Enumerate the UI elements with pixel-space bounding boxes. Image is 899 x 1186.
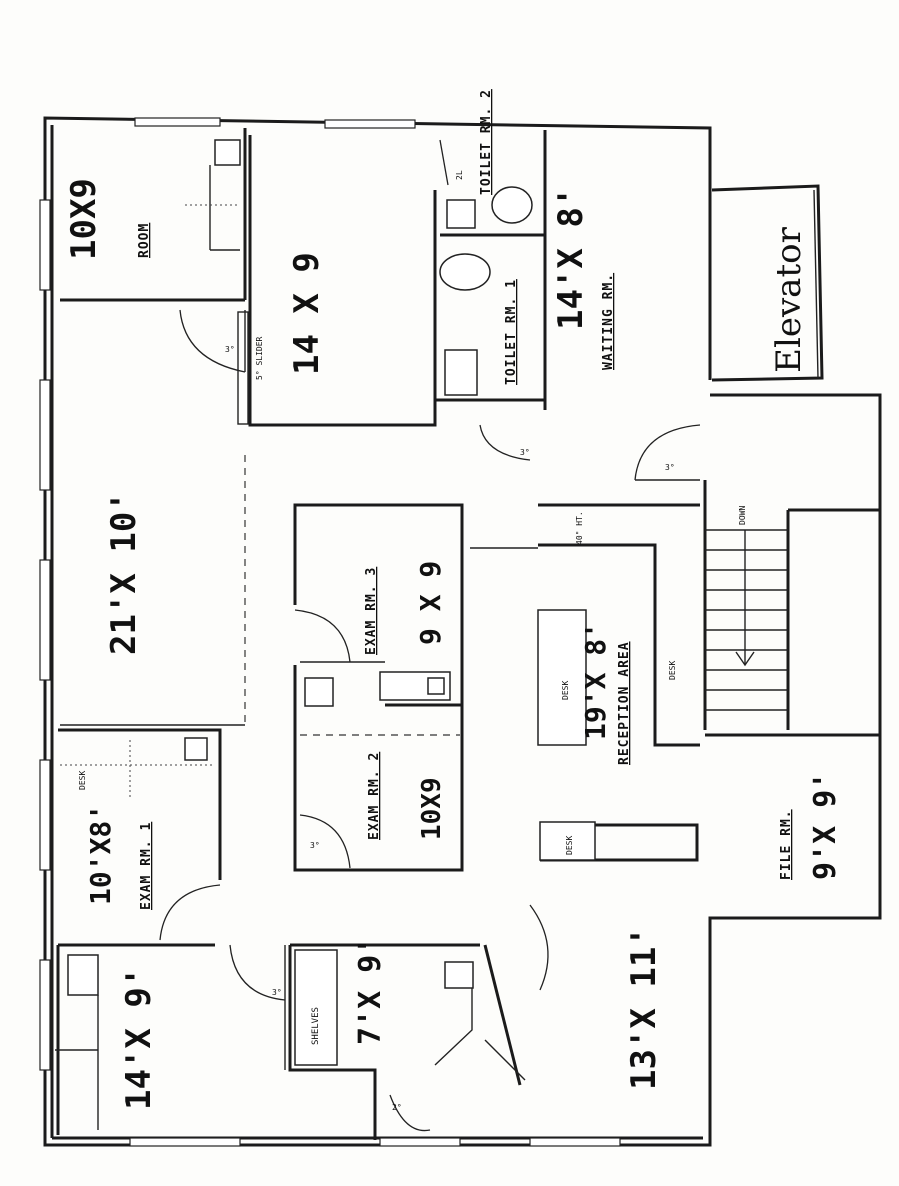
room-13x11: 13'X 11' DESK: [483, 821, 699, 1090]
exam-1-name: EXAM RM. 1: [139, 822, 154, 910]
exam-room-1: 10'X8' EXAM RM. 1 DESK: [58, 728, 222, 947]
reception-name: RECEPTION AREA: [617, 641, 632, 765]
reception-desk-2: DESK: [668, 661, 677, 680]
reception-height-note: 40" HT.: [575, 511, 584, 545]
room-14x9-top-dim: 14 X 9: [287, 252, 327, 375]
elevator: Elevator: [711, 184, 824, 382]
room-14x9-top: 14 X 9 5° SLIDER: [237, 135, 437, 427]
exam-room-3: EXAM RM. 3 9 X 9: [293, 503, 464, 707]
reception: 19'X 8' RECEPTION AREA DESK DESK 40" HT.: [470, 503, 700, 765]
toilet-rooms: TOILET RM. 1 TOILET RM. 2 2L: [433, 89, 547, 461]
hall: 21'X 10': [60, 455, 246, 726]
door-marks: 3° 3° 3° 3° 3° 2°: [225, 345, 675, 1112]
shelves-label: SHELVES: [311, 1007, 321, 1045]
top-windows: [134, 117, 416, 129]
bottom-windows: [129, 1137, 621, 1147]
door-mark: 3°: [272, 988, 282, 997]
reception-dim: 19'X 8': [579, 622, 612, 740]
room-10x9: 10X9 ROOM: [60, 128, 247, 373]
exam-3-name: EXAM RM. 3: [364, 567, 379, 655]
exam-1-dim: 10'X8': [84, 804, 117, 905]
room-14x9-bottom-dim: 14'X 9': [119, 967, 159, 1110]
door-mark: 3°: [520, 448, 530, 457]
elevator-label: Elevator: [769, 226, 809, 372]
file-room: FILE RM. 9'X 9': [705, 733, 880, 880]
room-7x9-dim: 7'X 9': [353, 937, 388, 1045]
hall-dim: 21'X 10': [104, 491, 144, 655]
room-13x11-desk: DESK: [565, 836, 574, 855]
room-10x9-name: ROOM: [137, 223, 152, 258]
room-14x9-bottom: 14'X 9': [55, 944, 286, 1135]
toilet-2-note: 2L: [455, 170, 464, 180]
file-room-dim: 9'X 9': [808, 772, 843, 880]
left-windows: [39, 199, 51, 1071]
waiting-name: WAITING RM.: [601, 273, 616, 370]
exam-3-dim: 9 X 9: [414, 561, 447, 645]
room-13x11-dim: 13'X 11': [624, 926, 664, 1090]
door-mark: 3°: [225, 345, 235, 354]
exam-1-desk: DESK: [78, 771, 87, 790]
toilet-2-name: TOILET RM. 2: [479, 89, 494, 195]
slider-note: 5° SLIDER: [255, 336, 264, 380]
waiting-dim: 14'X 8': [551, 187, 591, 330]
reception-desk: DESK: [561, 681, 570, 700]
waiting-room: 14'X 8' WAITING RM.: [551, 187, 701, 481]
toilet-1-name: TOILET RM. 1: [504, 279, 519, 385]
door-mark: 3°: [310, 841, 320, 850]
exam-2-dim: 10X9: [417, 777, 447, 840]
stairs: DOWN: [703, 480, 880, 730]
file-room-name: FILE RM.: [779, 809, 794, 880]
door-mark: 2°: [392, 1103, 402, 1112]
stairs-label: DOWN: [738, 506, 747, 525]
exam-2-name: EXAM RM. 2: [367, 752, 382, 840]
room-10x9-dim: 10X9: [64, 178, 104, 260]
door-mark: 3°: [665, 463, 675, 472]
room-7x9: SHELVES 7'X 9': [288, 937, 480, 1140]
exam-room-2: EXAM RM. 2 10X9: [293, 665, 464, 872]
